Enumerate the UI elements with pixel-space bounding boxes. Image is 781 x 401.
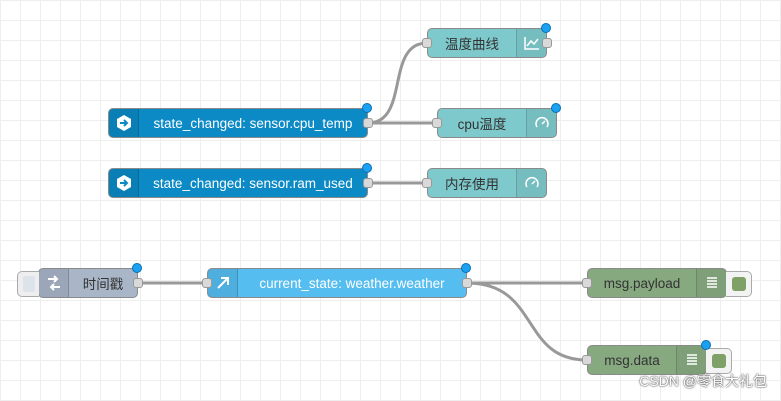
node-state-changed-ram[interactable]: state_changed: sensor.ram_used [108,163,373,198]
node-temperature-chart[interactable]: 温度曲线 [422,23,552,58]
node-label: 内存使用 [445,177,499,192]
input-port[interactable] [422,38,432,48]
inject-button[interactable] [17,271,39,297]
input-port[interactable] [202,278,212,288]
output-port[interactable] [363,118,373,128]
list-icon [696,269,726,297]
changed-indicator [541,23,551,33]
node-current-state-weather[interactable]: current_state: weather.weather [202,263,472,298]
node-label: msg.payload [603,275,681,291]
diagonal-arrow-icon [208,269,238,297]
changed-indicator [362,163,372,173]
wire-weather-to-data[interactable] [466,281,588,362]
gauge-icon [526,109,556,137]
chart-icon [516,29,546,57]
node-label: 温度曲线 [445,37,499,52]
debug-toggle-button[interactable] [706,348,732,374]
debug-toggle-button[interactable] [726,271,752,297]
changed-indicator [362,103,372,113]
changed-indicator [132,263,142,273]
node-memory-gauge[interactable]: 内存使用 [422,168,547,198]
node-label: state_changed: sensor.cpu_temp [153,115,353,131]
changed-indicator [701,340,711,350]
ha-arrow-icon [109,109,139,137]
input-port[interactable] [432,118,442,128]
node-label: cpu温度 [457,117,507,132]
gauge-icon [516,169,546,197]
output-port[interactable] [133,278,143,288]
node-debug-data[interactable]: msg.data [582,340,732,375]
node-debug-payload[interactable]: msg.payload [582,268,752,298]
node-label: current_state: weather.weather [259,275,445,291]
node-label: 时间戳 [82,277,124,292]
changed-indicator [551,103,561,113]
output-port[interactable] [363,178,373,188]
list-icon [676,346,706,374]
output-port[interactable] [542,38,552,48]
inject-arrows-icon [39,269,69,297]
node-label: msg.data [604,352,660,368]
watermark: CSDN @零食大礼包 [639,373,767,389]
node-timestamp-inject[interactable]: 时间戳 [17,263,143,298]
wire-cpu-to-chart[interactable] [367,41,428,125]
changed-indicator [461,263,471,273]
input-port[interactable] [582,355,592,365]
node-label: state_changed: sensor.ram_used [153,175,353,191]
node-cpu-gauge[interactable]: cpu温度 [432,103,561,138]
node-state-changed-cpu[interactable]: state_changed: sensor.cpu_temp [108,103,373,138]
ha-arrow-icon [109,169,139,197]
input-port[interactable] [582,278,592,288]
input-port[interactable] [422,178,432,188]
output-port[interactable] [462,278,472,288]
